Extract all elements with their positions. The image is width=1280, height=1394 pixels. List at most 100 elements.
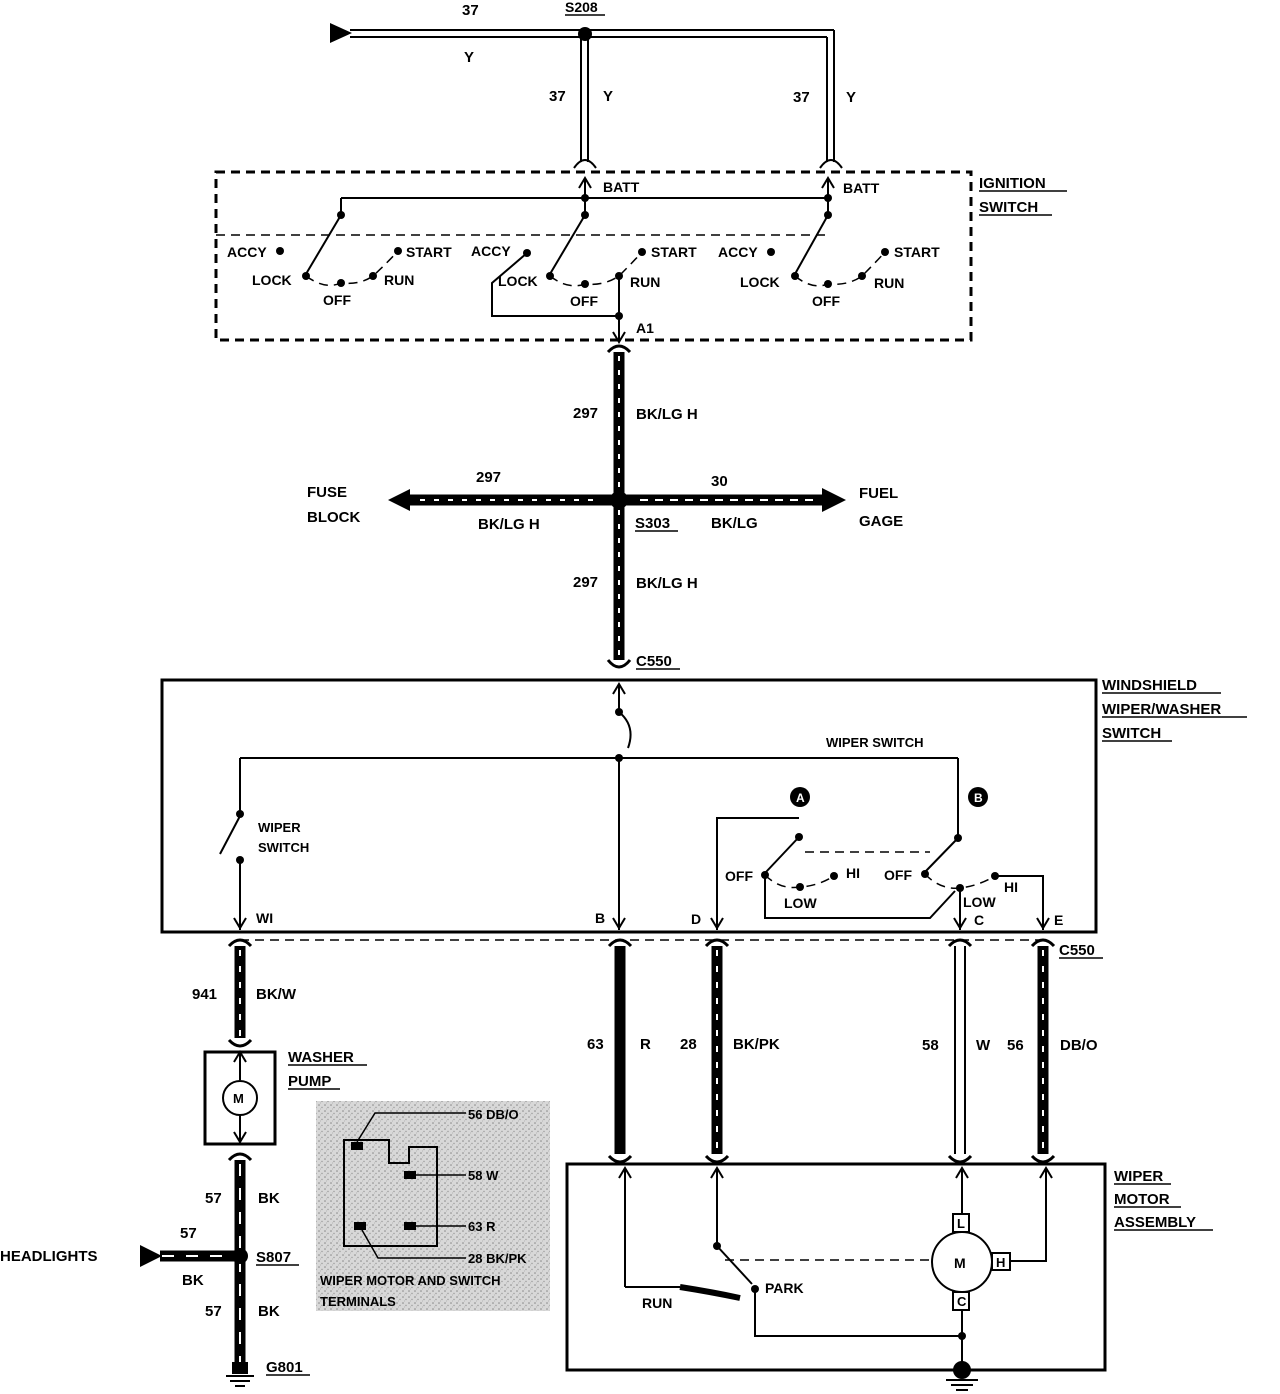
ignition-switch xyxy=(214,170,973,344)
washer-pump xyxy=(203,1050,277,1146)
inset-caption: WIPER MOTOR AND SWITCH xyxy=(320,1273,501,1288)
washer-pump-title: PUMP xyxy=(288,1073,331,1090)
motor-symbol: M xyxy=(954,1255,966,1271)
pos-run: RUN xyxy=(642,1295,672,1311)
wire-297-main xyxy=(388,344,846,669)
pin-wi: WI xyxy=(256,910,273,926)
pos-run: RUN xyxy=(630,274,660,290)
pin-d: D xyxy=(691,911,701,927)
pos-low: LOW xyxy=(784,895,817,911)
wiper-switch-label: WIPER SWITCH xyxy=(826,735,924,750)
pos-lock: LOCK xyxy=(498,273,538,289)
wire-label: 57 xyxy=(180,1225,197,1242)
wire-color: BK xyxy=(258,1190,280,1207)
wiper-motor-assembly xyxy=(565,1162,1107,1391)
wire-color: Y xyxy=(846,89,856,106)
ground-label: G801 xyxy=(266,1359,303,1376)
wire-label: 297 xyxy=(573,405,598,422)
terminal-batt: BATT xyxy=(603,179,640,195)
wiper-switch-label: SWITCH xyxy=(258,840,309,855)
motor-title: WIPER xyxy=(1114,1168,1163,1185)
pos-start: START xyxy=(406,244,452,260)
pin-e: E xyxy=(1054,912,1063,928)
inset-58: 58 W xyxy=(468,1168,499,1183)
marker-b: B xyxy=(974,791,983,805)
fuse-block-label: BLOCK xyxy=(307,509,360,526)
wire-label: 57 xyxy=(205,1190,222,1207)
splice-s807 xyxy=(232,1248,248,1264)
inset-63: 63 R xyxy=(468,1219,496,1234)
wire-label: 37 xyxy=(793,89,810,106)
pos-off: OFF xyxy=(725,868,753,884)
headlights-label: HEADLIGHTS xyxy=(0,1248,98,1265)
wire-color: Y xyxy=(603,88,613,105)
pos-start: START xyxy=(894,244,940,260)
wire-label: 297 xyxy=(476,469,501,486)
pos-off: OFF xyxy=(570,293,598,309)
pos-run: RUN xyxy=(874,275,904,291)
terminal-c: C xyxy=(957,1294,967,1309)
terminal-h: H xyxy=(996,1255,1005,1270)
wire-color: BK xyxy=(258,1303,280,1320)
splice-s303 xyxy=(610,491,628,509)
pos-lock: LOCK xyxy=(252,272,292,288)
splice-label-s807: S807 xyxy=(256,1249,291,1266)
terminal-l: L xyxy=(957,1216,965,1231)
pos-start: START xyxy=(651,244,697,260)
wire-color: W xyxy=(976,1037,991,1054)
pos-accy: ACCY xyxy=(227,244,267,260)
wire-37-top xyxy=(330,23,843,169)
wire-color: R xyxy=(640,1036,651,1053)
motor-title: MOTOR xyxy=(1114,1191,1170,1208)
pos-lock: LOCK xyxy=(740,274,780,290)
wire-color: DB/O xyxy=(1060,1037,1098,1054)
terminal-batt: BATT xyxy=(843,180,880,196)
pos-off: OFF xyxy=(812,293,840,309)
pos-park: PARK xyxy=(765,1280,804,1296)
splice-label-s303: S303 xyxy=(635,515,670,532)
pin-b: B xyxy=(595,910,605,926)
splice-label-s208: S208 xyxy=(565,0,598,15)
pos-run: RUN xyxy=(384,272,414,288)
wire-color: BK/W xyxy=(256,986,297,1003)
inset-28: 28 BK/PK xyxy=(468,1251,527,1266)
pin-c: C xyxy=(974,912,984,928)
pos-hi: HI xyxy=(846,865,860,881)
terminal-a1: A1 xyxy=(636,320,654,336)
inset-caption: TERMINALS xyxy=(320,1294,396,1309)
wire-57 xyxy=(140,1152,254,1387)
wire-label: 28 xyxy=(680,1036,697,1053)
ignition-switch-title: IGNITION xyxy=(979,175,1046,192)
wiper-washer-switch xyxy=(160,678,1098,934)
washer-pump-title: WASHER xyxy=(288,1049,354,1066)
wire-color: Y xyxy=(464,49,474,66)
wire-color: BK xyxy=(182,1272,204,1289)
wire-label: 63 xyxy=(587,1036,604,1053)
wire-color: BK/LG H xyxy=(636,406,698,423)
pos-hi: HI xyxy=(1004,879,1018,895)
marker-b-icon xyxy=(968,787,988,807)
wire-label: 30 xyxy=(711,473,728,490)
wire-label: 297 xyxy=(573,574,598,591)
wire-label: 57 xyxy=(205,1303,222,1320)
wire-label: 58 xyxy=(922,1037,939,1054)
wire-label: 37 xyxy=(462,2,479,19)
wire-label: 941 xyxy=(192,986,217,1003)
pos-low: LOW xyxy=(963,894,996,910)
wire-color: BK/LG H xyxy=(478,516,540,533)
wire-color: BK/LG xyxy=(711,515,758,532)
wire-color: BK/LG H xyxy=(636,575,698,592)
marker-a-icon xyxy=(790,787,810,807)
inset-56: 56 DB/O xyxy=(468,1107,519,1122)
pos-off: OFF xyxy=(323,292,351,308)
terminal-inset xyxy=(316,1101,550,1311)
wire-label: 56 xyxy=(1007,1037,1024,1054)
marker-a: A xyxy=(796,791,805,805)
wire-label: 37 xyxy=(549,88,566,105)
fuse-block-label: FUSE xyxy=(307,484,347,501)
fuel-gage-label: FUEL xyxy=(859,485,898,502)
pos-accy: ACCY xyxy=(718,244,758,260)
wire-color: BK/PK xyxy=(733,1036,780,1053)
wiper-switch-label: WIPER xyxy=(258,820,301,835)
